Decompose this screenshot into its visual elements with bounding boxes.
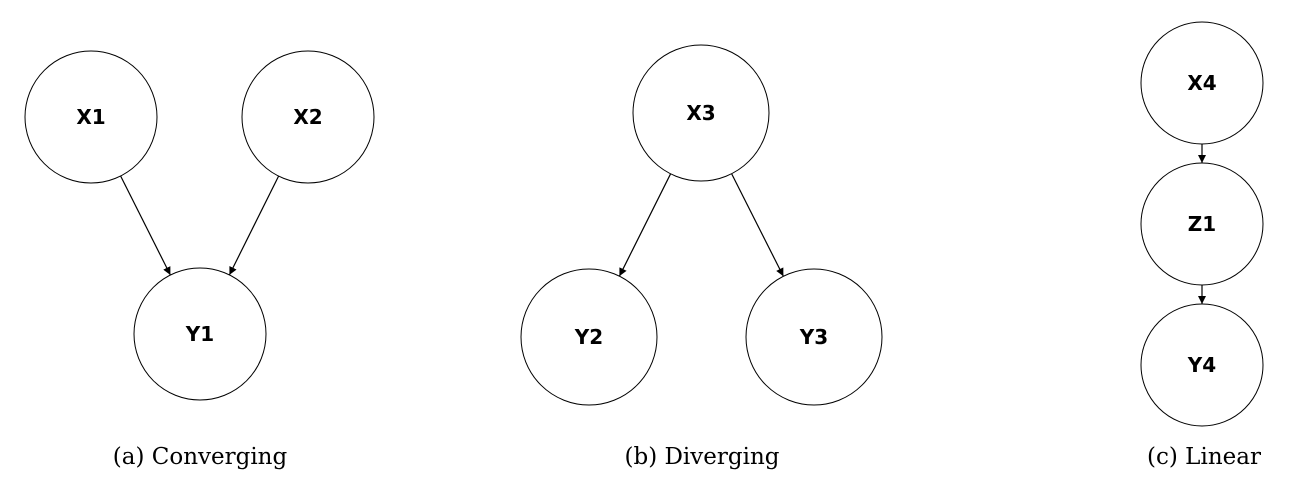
edge-x3-to-y2 — [618, 173, 672, 277]
node-label: Z1 — [1188, 212, 1216, 236]
node-z1: Z1 — [1140, 162, 1264, 286]
node-y1: Y1 — [133, 267, 267, 401]
node-x2: X2 — [241, 50, 375, 184]
node-label: X3 — [686, 101, 715, 125]
node-label: Y4 — [1187, 353, 1216, 377]
node-label: X4 — [1187, 71, 1216, 95]
node-circle — [745, 268, 883, 406]
node-circle — [1140, 162, 1264, 286]
node-circle — [632, 44, 770, 182]
node-circle — [133, 267, 267, 401]
edge-x1-to-y1 — [120, 175, 171, 276]
node-circle — [24, 50, 158, 184]
node-circle — [1140, 303, 1264, 427]
node-y3: Y3 — [745, 268, 883, 406]
caption-linear: (c) Linear — [1147, 444, 1261, 470]
node-circle — [241, 50, 375, 184]
node-y2: Y2 — [520, 268, 658, 406]
caption-diverging: (b) Diverging — [624, 444, 780, 470]
node-label: Y3 — [799, 325, 828, 349]
node-y4: Y4 — [1140, 303, 1264, 427]
node-label: Y2 — [574, 325, 603, 349]
node-label: X2 — [293, 105, 322, 129]
caption-converging: (a) Converging — [112, 444, 288, 470]
node-x4: X4 — [1140, 21, 1264, 145]
node-circle — [1140, 21, 1264, 145]
edges-layer — [120, 144, 1206, 304]
node-x3: X3 — [632, 44, 770, 182]
edge-x2-to-y1 — [228, 175, 280, 276]
edge-x3-to-y3 — [731, 173, 784, 277]
node-label: X1 — [76, 105, 105, 129]
node-label: Y1 — [185, 322, 214, 346]
node-circle — [520, 268, 658, 406]
node-x1: X1 — [24, 50, 158, 184]
